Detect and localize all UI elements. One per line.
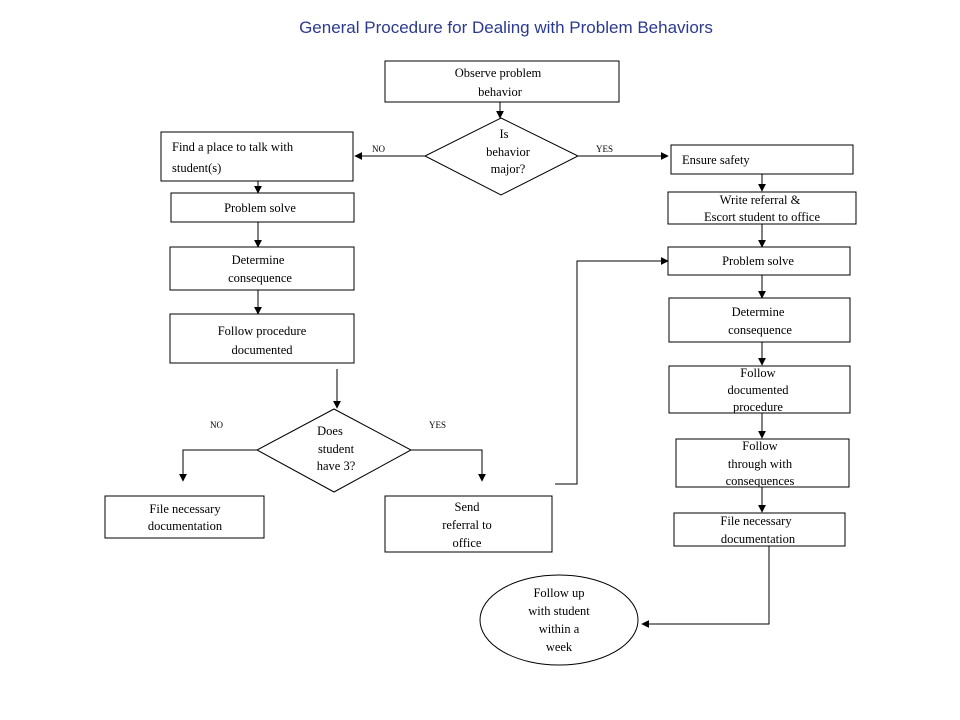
node-problem-solve-right: Problem solve (667, 246, 851, 276)
arrow-file-to-followup (641, 546, 770, 628)
node-write-referral-escort: Write referral &Escort student to office (667, 191, 857, 225)
node-problem-solve-left: Problem solve (170, 192, 355, 223)
edge-label-major-no: NO (372, 144, 385, 154)
page-title: General Procedure for Dealing with Probl… (299, 18, 713, 37)
svg-text:Ensure safety: Ensure safety (682, 153, 750, 167)
svg-text:Problem solve: Problem solve (722, 254, 794, 268)
arrow-referral-to-solve-right (555, 257, 669, 485)
svg-text:Problem solve: Problem solve (224, 201, 296, 215)
svg-text:Write referral &Escort student: Write referral &Escort student to office (704, 193, 821, 224)
edge-label-three-yes: YES (429, 420, 446, 430)
arrow-three-no (179, 449, 257, 482)
edge-label-major-yes: YES (596, 144, 613, 154)
edge-label-three-no: NO (210, 420, 223, 430)
node-ensure-safety: Ensure safety (670, 144, 854, 175)
arrow-three-yes (411, 449, 486, 482)
connectors (179, 102, 770, 628)
